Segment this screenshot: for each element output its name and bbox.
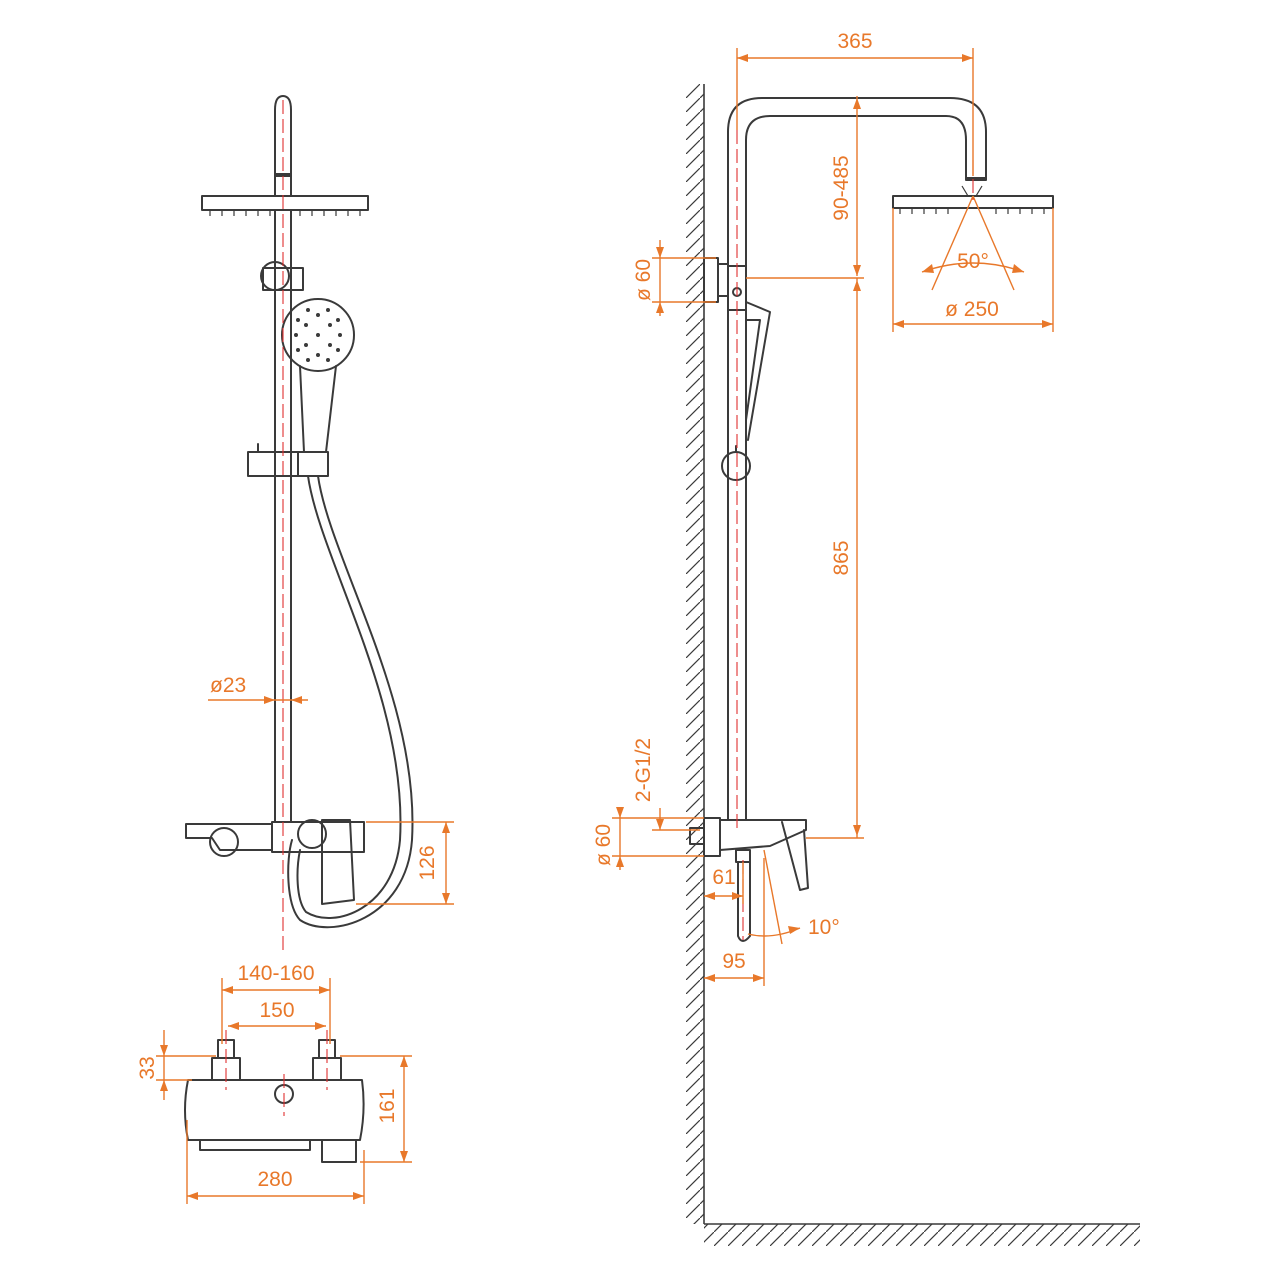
dim-center-nominal-label: 150 [259, 999, 294, 1022]
floor [704, 1223, 1140, 1246]
dim-arm-reach-label: 365 [837, 30, 872, 53]
front-upper-bracket [260, 261, 304, 291]
dim-thread-label: 2-G1/2 [632, 738, 655, 802]
dim-lower-bracket: ø 60 [592, 807, 704, 870]
dim-spray-angle: 50° [921, 195, 1025, 291]
side-view: 365 90-485 ø 60 865 [592, 30, 1140, 1246]
side-slide-holder [721, 445, 751, 481]
top-mixer-body [184, 1079, 365, 1163]
dim-column-height: 865 [806, 278, 864, 839]
dim-upper-bracket: ø 60 [632, 240, 716, 316]
top-view: 140-160 150 33 161 [136, 962, 412, 1204]
front-view: ø23 126 [185, 95, 454, 950]
dim-body-depth: 61 [704, 862, 744, 904]
dim-center-range: 140-160 [221, 962, 331, 1044]
side-hand-shower [745, 301, 771, 441]
dim-lower-bracket-label: ø 60 [592, 824, 615, 866]
dim-pipe-diameter-label: ø23 [210, 674, 246, 697]
front-slide-holder [247, 443, 329, 477]
front-rain-head [201, 195, 369, 216]
dim-spout-angle: 10° [747, 849, 840, 945]
dim-center-range-label: 140-160 [237, 962, 314, 985]
dim-head-diameter-label: ø 250 [945, 298, 999, 321]
dim-head-diameter: ø 250 [892, 208, 1054, 332]
dim-column-height-label: 865 [830, 540, 853, 575]
dim-depth: 161 [340, 1055, 412, 1163]
wall [686, 84, 705, 1224]
dim-head-adjust-label: 90-485 [830, 155, 853, 220]
dim-center-nominal: 150 [228, 999, 326, 1030]
dim-upper-bracket-label: ø 60 [632, 259, 655, 301]
dim-depth-label: 161 [376, 1088, 399, 1123]
dim-connector-height-label: 33 [136, 1056, 159, 1079]
dim-spout-height-label: 126 [416, 845, 439, 880]
dim-width-label: 280 [257, 1168, 292, 1191]
dim-connector-height: 33 [136, 1030, 216, 1100]
dim-spout-reach-label: 95 [722, 950, 745, 973]
front-mixer [185, 819, 365, 905]
dim-spout-reach: 95 [704, 858, 765, 986]
dim-spout-angle-label: 10° [808, 916, 840, 939]
dim-pipe-diameter: ø23 [208, 674, 308, 704]
front-hand-shower [281, 298, 355, 453]
front-hose [287, 475, 414, 929]
dim-body-depth-label: 61 [712, 866, 735, 889]
dim-thread: 2-G1/2 [632, 738, 700, 831]
side-riser-and-arm [727, 97, 987, 821]
dim-spray-angle-label: 50° [957, 250, 989, 273]
dim-width: 280 [186, 1120, 365, 1204]
hand-shower-nozzles [294, 308, 342, 362]
dim-head-adjust: 90-485 [830, 96, 861, 276]
dim-spout-height: 126 [356, 821, 454, 905]
dim-arm-reach: 365 [736, 30, 974, 176]
side-mixer [689, 817, 809, 942]
